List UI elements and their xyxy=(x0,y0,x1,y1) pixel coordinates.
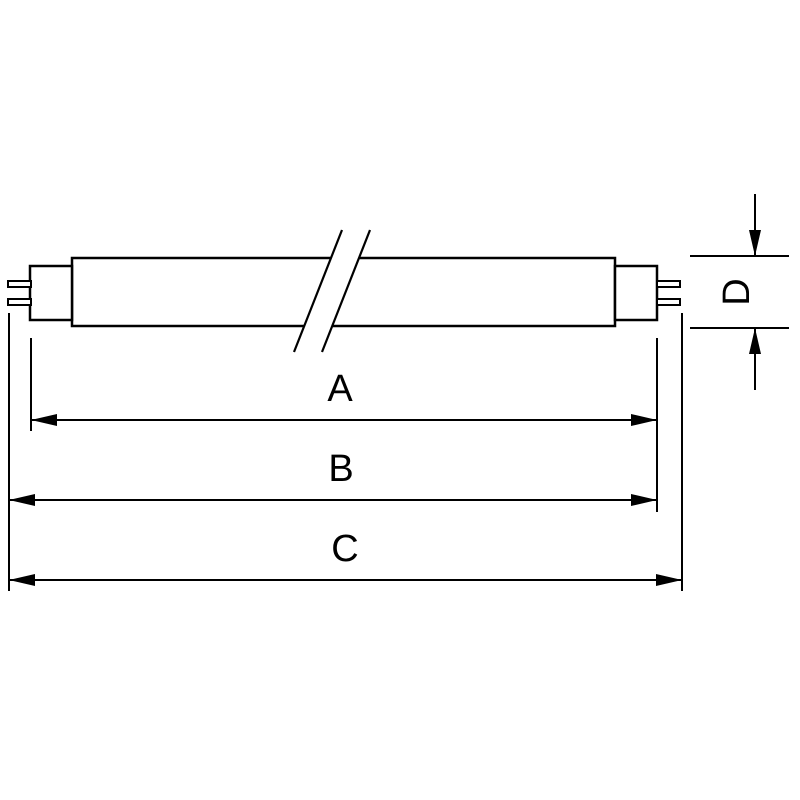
arrowhead-a-left xyxy=(31,414,57,426)
arrowhead-b-left xyxy=(9,494,35,506)
left-pin-top xyxy=(7,280,32,288)
arrowhead-d-bottom xyxy=(749,328,761,354)
dimension-label-d: D xyxy=(716,278,758,305)
arrowhead-a-right xyxy=(631,414,657,426)
break-gap xyxy=(295,234,368,350)
left-end-cap xyxy=(28,264,74,322)
dimension-a: A xyxy=(31,368,657,426)
dimension-d: D xyxy=(716,194,761,390)
dimension-c: C xyxy=(9,528,682,586)
dimension-label-c: C xyxy=(331,528,358,570)
break-line-left xyxy=(292,229,344,353)
arrowhead-b-right xyxy=(631,494,657,506)
right-pin-bottom xyxy=(656,298,681,306)
dimension-b: B xyxy=(9,448,657,506)
right-pin-top xyxy=(656,280,681,288)
break-line-right xyxy=(320,229,372,353)
arrowhead-c-right xyxy=(656,574,682,586)
dimension-label-b: B xyxy=(328,448,353,490)
dimension-label-a: A xyxy=(327,368,353,410)
arrowhead-d-top xyxy=(749,230,761,256)
right-end-cap xyxy=(613,264,659,322)
arrowhead-c-left xyxy=(9,574,35,586)
left-pin-bottom xyxy=(7,298,32,306)
